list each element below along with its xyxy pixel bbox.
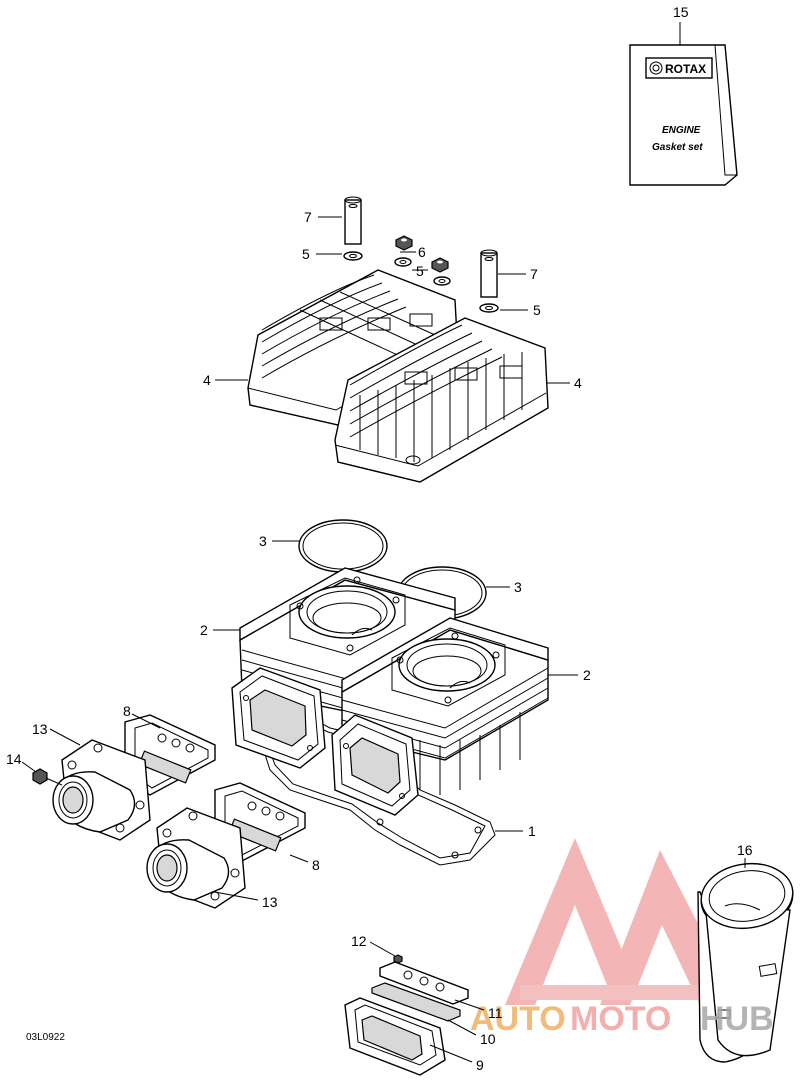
stud-sleeve-left — [344, 196, 362, 245]
intake-manifold-lower — [146, 807, 246, 909]
callout-8-upper: 8 — [123, 703, 131, 719]
callout-5-right: 5 — [533, 302, 541, 318]
callout-labels: 15 7 5 6 5 7 5 4 4 3 3 2 2 8 13 14 1 8 1… — [6, 4, 753, 1073]
stud-sleeve-right — [480, 249, 498, 298]
reed-stopper — [379, 961, 469, 1005]
callout-4-left: 4 — [203, 372, 211, 388]
callout-15: 15 — [673, 4, 689, 20]
watermark-text-auto: AUTO — [470, 1000, 566, 1038]
callout-12: 12 — [351, 933, 367, 949]
intake-manifold-upper — [52, 739, 151, 841]
callout-11: 11 — [488, 1005, 503, 1021]
callout-8-lower: 8 — [312, 857, 320, 873]
callout-5-mid: 5 — [416, 263, 424, 279]
booklet-line1: ENGINE — [662, 125, 701, 136]
callout-5-left: 5 — [302, 246, 310, 262]
reed-petal — [371, 982, 461, 1022]
callout-13-upper: 13 — [32, 721, 48, 737]
callout-16: 16 — [737, 842, 753, 858]
callout-7-right: 7 — [530, 266, 538, 282]
watermark-text-hub: HUB — [700, 1000, 774, 1038]
callout-3-left: 3 — [259, 533, 267, 549]
callout-1: 1 — [528, 823, 536, 839]
screw — [32, 768, 63, 786]
cylinder-liner — [697, 862, 794, 1063]
booklet-brand: ROTAX — [665, 62, 706, 76]
reed-block — [344, 997, 446, 1076]
leader-lines — [21, 22, 746, 1063]
cylinder-head-right — [334, 317, 549, 483]
callout-4-right: 4 — [574, 375, 582, 391]
callout-2-right: 2 — [583, 667, 591, 683]
washer-right — [479, 303, 499, 313]
intake-port-left — [231, 667, 326, 769]
callout-9: 9 — [476, 1057, 484, 1073]
callout-6: 6 — [418, 244, 426, 260]
gasket-set-booklet: ROTAX ENGINE Gasket set — [629, 44, 738, 186]
booklet-line2: Gasket set — [652, 142, 703, 153]
callout-14: 14 — [6, 751, 22, 767]
callout-10: 10 — [480, 1031, 496, 1047]
callout-13-lower: 13 — [262, 894, 278, 910]
callout-3-right: 3 — [514, 579, 522, 595]
nut-group — [394, 235, 451, 286]
watermark-text: AUTO MOTO HUB — [470, 1000, 774, 1038]
cylinder-right — [341, 617, 549, 795]
intake-port-right — [331, 714, 419, 816]
reed-screw-small — [393, 954, 403, 964]
watermark-text-moto: MOTO — [570, 1000, 671, 1038]
washer-left — [343, 251, 363, 261]
o-ring-left — [298, 519, 388, 573]
callout-2-left: 2 — [200, 622, 208, 638]
diagram-code: 03L0922 — [26, 1032, 65, 1043]
callout-7-left: 7 — [304, 209, 312, 225]
